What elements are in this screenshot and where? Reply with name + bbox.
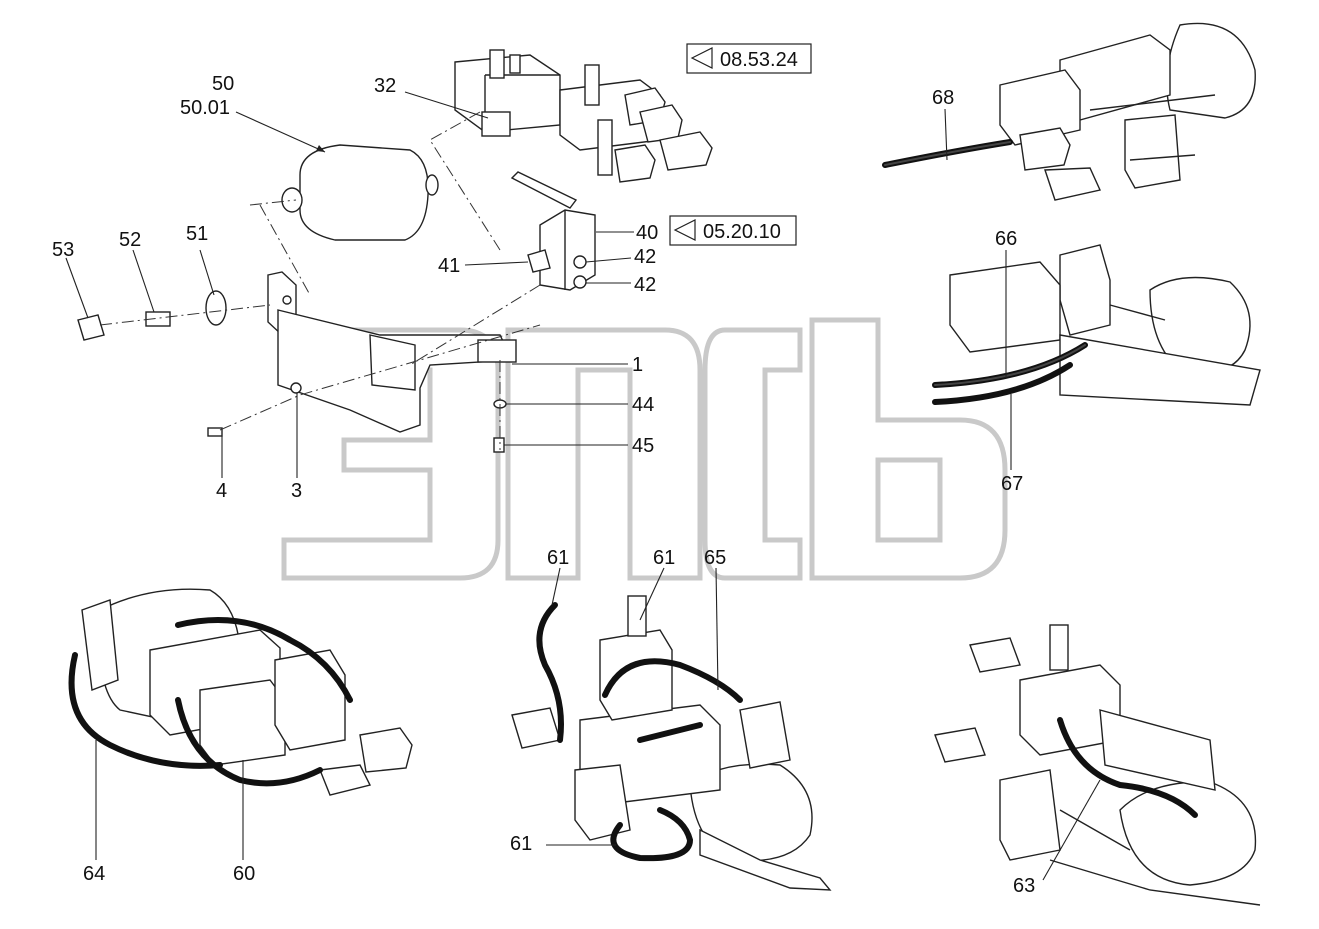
assembly-view-68 [882,22,1256,201]
callout-1: 1 [632,354,643,376]
callout-64: 64 [83,863,105,885]
callout-labels: 50 50.01 32 53 52 51 40 41 42 42 1 44 45… [52,73,1035,897]
assembly-view-66-67 [932,244,1261,406]
callout-50-01: 50.01 [180,97,230,119]
manual-valve-40 [510,171,596,291]
reference-box-1[interactable]: 08.53.24 [686,43,812,74]
callout-65: 65 [704,547,726,569]
view-marker-icon [690,47,713,69]
callout-40: 40 [636,222,658,244]
callout-67: 67 [1001,473,1023,495]
callout-3: 3 [291,480,302,502]
callout-4: 4 [216,480,227,502]
assembly-view-63 [934,624,1261,906]
watermark [281,317,1008,581]
callout-61: 61 [547,547,569,569]
assembly-view-61-65 [511,595,832,891]
callout-42: 42 [634,274,656,296]
bracket-1 [267,271,517,433]
reference-box-2[interactable]: 05.20.10 [669,215,797,246]
callout-53: 53 [52,239,74,261]
callout-52: 52 [119,229,141,251]
small-parts [77,290,507,453]
reference-text: 08.53.24 [720,49,798,71]
callout-44: 44 [632,394,654,416]
exploded-assembly [77,49,713,453]
callout-51: 51 [186,223,208,245]
callout-61: 61 [510,833,532,855]
valve-block-32 [454,49,713,183]
assembly-lines [99,111,541,450]
view-marker-icon [673,219,696,241]
callout-68: 68 [932,87,954,109]
accumulator-50 [281,144,439,241]
leader-lines [65,91,1101,881]
callout-41: 41 [438,255,460,277]
callout-60: 60 [233,863,255,885]
callout-50: 50 [212,73,234,95]
callout-45: 45 [632,435,654,457]
callout-32: 32 [374,75,396,97]
callout-61: 61 [653,547,675,569]
callout-42: 42 [634,246,656,268]
reference-text: 05.20.10 [703,221,781,243]
callout-66: 66 [995,228,1017,250]
callout-63: 63 [1013,875,1035,897]
assembly-view-60-64 [68,588,413,796]
